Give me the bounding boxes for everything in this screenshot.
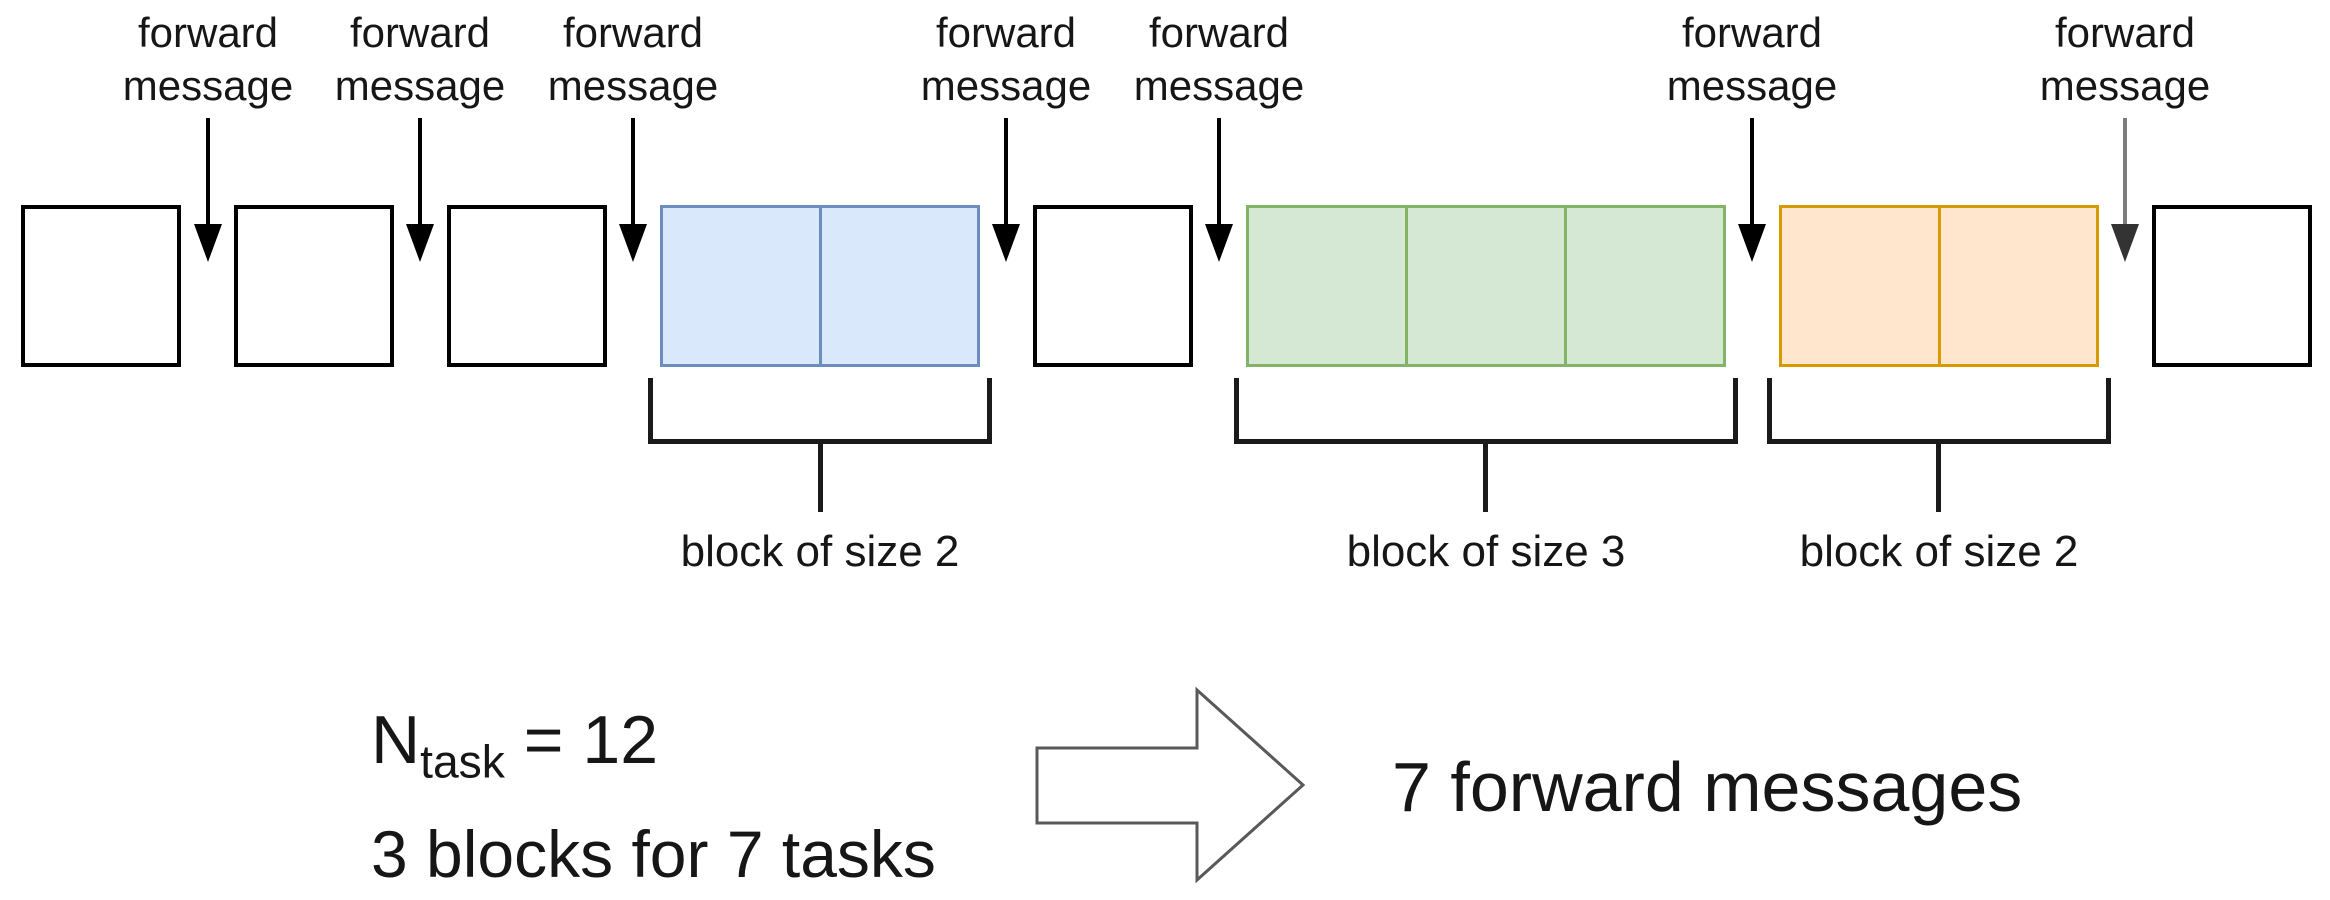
label-line: forward — [349, 9, 491, 56]
brace-orange-block — [1767, 378, 2111, 444]
big-right-arrow-icon — [1035, 686, 1306, 884]
down-arrow-icon-2 — [406, 118, 434, 262]
arrow-head — [406, 224, 434, 262]
label-line: message — [547, 62, 719, 109]
block-cell — [1405, 208, 1564, 364]
arrow-head — [619, 224, 647, 262]
block-cell — [663, 208, 819, 364]
brace-tick — [2106, 378, 2111, 444]
block-cell — [1564, 208, 1723, 364]
block-size-label-2: block of size 3 — [1346, 527, 1626, 576]
arrow-shaft — [206, 118, 210, 224]
block-cell — [818, 208, 978, 364]
blocks-for-tasks-text: 3 blocks for 7 tasks — [371, 817, 936, 891]
n-value: = 12 — [504, 702, 659, 778]
label-line: forward — [1148, 9, 1290, 56]
arrow-shaft — [2123, 118, 2127, 224]
block-size-label-1: block of size 2 — [680, 527, 960, 576]
brace-tick — [1767, 378, 1772, 444]
brace-blue-block — [648, 378, 992, 444]
brace-stem-blue — [818, 440, 823, 512]
label-line: message — [1666, 62, 1838, 109]
block-blue-size-2 — [660, 205, 980, 367]
block-cell — [1782, 208, 1938, 364]
brace-green-block — [1234, 378, 1738, 444]
forward-message-label-3: forward message — [473, 6, 793, 112]
task-box-2 — [234, 205, 394, 367]
label-line: forward — [1681, 9, 1823, 56]
arrow-shaft — [418, 118, 422, 224]
block-size-label-3: block of size 2 — [1799, 527, 2079, 576]
arrow-shaft — [631, 118, 635, 224]
brace-stem-green — [1483, 440, 1488, 512]
brace-tick — [1733, 378, 1738, 444]
block-green-size-3 — [1246, 205, 1726, 367]
label-line: message — [334, 62, 506, 109]
down-arrow-icon-3 — [619, 118, 647, 262]
label-line: message — [122, 62, 294, 109]
arrow-head — [194, 224, 222, 262]
forward-message-label-6: forward message — [1592, 6, 1912, 112]
label-line: message — [920, 62, 1092, 109]
label-line: message — [2039, 62, 2211, 109]
forward-message-label-1: forward message — [48, 6, 368, 112]
n-subscript: task — [420, 735, 505, 788]
arrow-head — [992, 224, 1020, 262]
arrow-shaft — [1750, 118, 1754, 224]
task-box-5 — [2152, 205, 2312, 367]
arrow-shaft — [1004, 118, 1008, 224]
block-orange-size-2 — [1779, 205, 2099, 367]
down-arrow-icon-4 — [992, 118, 1020, 262]
down-arrow-icon-5 — [1205, 118, 1233, 262]
arrow-head — [1205, 224, 1233, 262]
block-cell — [1937, 208, 2097, 364]
down-arrow-icon-6 — [1738, 118, 1766, 262]
arrow-shaft — [1217, 118, 1221, 224]
label-line: forward — [562, 9, 704, 56]
label-line: forward — [2054, 9, 2196, 56]
forward-message-label-4: forward message — [846, 6, 1166, 112]
brace-tick — [648, 378, 653, 444]
task-box-1 — [21, 205, 181, 367]
forward-message-label-2: forward message — [260, 6, 580, 112]
n-symbol: N — [371, 702, 421, 778]
block-cell — [1249, 208, 1405, 364]
task-box-3 — [447, 205, 607, 367]
brace-tick — [987, 378, 992, 444]
n-task-equation: Ntask = 12 — [371, 704, 658, 798]
brace-tick — [1234, 378, 1239, 444]
result-text: 7 forward messages — [1392, 748, 2023, 826]
label-line: forward — [137, 9, 279, 56]
label-line: message — [1133, 62, 1305, 109]
forward-message-label-7: forward message — [1965, 6, 2285, 112]
label-line: forward — [935, 9, 1077, 56]
arrow-head — [1738, 224, 1766, 262]
arrow-head — [2111, 224, 2139, 262]
down-arrow-icon-1 — [194, 118, 222, 262]
big-right-arrow-shape — [1035, 686, 1306, 884]
forward-message-label-5: forward message — [1059, 6, 1379, 112]
down-arrow-icon-7 — [2111, 118, 2139, 262]
task-box-4 — [1033, 205, 1193, 367]
brace-stem-orange — [1936, 440, 1941, 512]
